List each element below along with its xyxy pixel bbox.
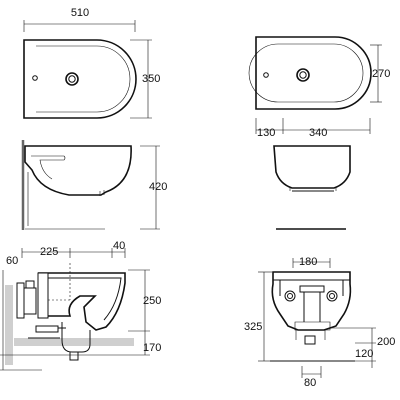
basin-section (38, 272, 126, 331)
dim-rear-right-lower: 120 (355, 348, 373, 360)
side-view-left: 420 (21, 140, 167, 230)
top-view-right: 270 130 340 (248, 36, 390, 139)
dim-top-left-depth: 350 (142, 73, 160, 85)
fixing-hole-icon (326, 290, 338, 302)
basin-outline-top-right (255, 36, 372, 110)
dim-section-inlet: 225 (40, 246, 58, 258)
tap-hole-icon (32, 75, 38, 81)
front-view-right (273, 145, 351, 230)
section-view-left: 225 40 60 250 170 (0, 240, 161, 371)
dim-rear-bottom: 80 (304, 377, 316, 389)
tap-hole-icon (263, 72, 269, 78)
basin-front-right (273, 145, 351, 189)
basin-side-left (24, 145, 132, 196)
dim-section-wall: 60 (6, 255, 18, 267)
dim-side-height: 420 (149, 181, 167, 193)
dim-section-floor-height: 170 (143, 342, 161, 354)
dim-section-rim: 40 (113, 240, 125, 252)
drain-icon (296, 68, 310, 82)
dim-rear-height: 325 (244, 321, 262, 333)
dim-section-bowl-height: 250 (143, 295, 161, 307)
fixing-hole-icon (284, 290, 296, 302)
top-view-left: 510 350 (23, 7, 160, 119)
basin-outline-top-left (23, 39, 137, 119)
dim-top-left-width: 510 (71, 7, 89, 19)
dim-top-right-width: 340 (309, 127, 327, 139)
dim-rear-top: 180 (299, 256, 317, 268)
dim-top-right-offset: 130 (257, 127, 275, 139)
dim-top-right-depth: 270 (372, 68, 390, 80)
outlet-icon (304, 335, 316, 345)
basin-rear (271, 271, 352, 331)
drain-icon (65, 72, 79, 86)
dim-rear-right-upper: 200 (377, 336, 395, 348)
rear-view-right: 180 325 200 120 80 (244, 256, 395, 389)
siphon-icon (58, 322, 91, 361)
